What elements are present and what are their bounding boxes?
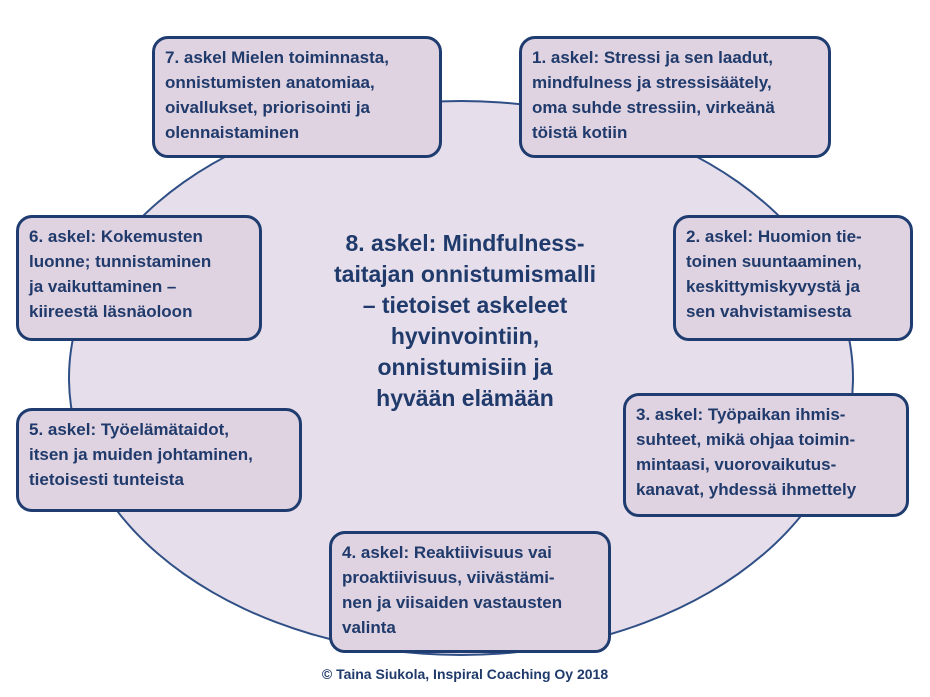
copyright-text: © Taina Siukola, Inspiral Coaching Oy 20… (321, 666, 609, 682)
step-4-box: 4. askel: Reaktiivisuus vai proaktiivisu… (329, 531, 611, 653)
step-6-box: 6. askel: Kokemusten luonne; tunnistamin… (16, 215, 262, 341)
center-title: 8. askel: Mindfulness- taitajan onnistum… (334, 230, 596, 411)
step-7-box: 7. askel Mielen toiminnasta, onnistumist… (152, 36, 442, 158)
step-2-box: 2. askel: Huomion tie- toinen suuntaamin… (673, 215, 913, 341)
step-1-box: 1. askel: Stressi ja sen laadut, mindful… (519, 36, 831, 158)
step-3-box: 3. askel: Työpaikan ihmis- suhteet, mikä… (623, 393, 909, 517)
step-5-box: 5. askel: Työelämätaidot, itsen ja muide… (16, 408, 302, 512)
